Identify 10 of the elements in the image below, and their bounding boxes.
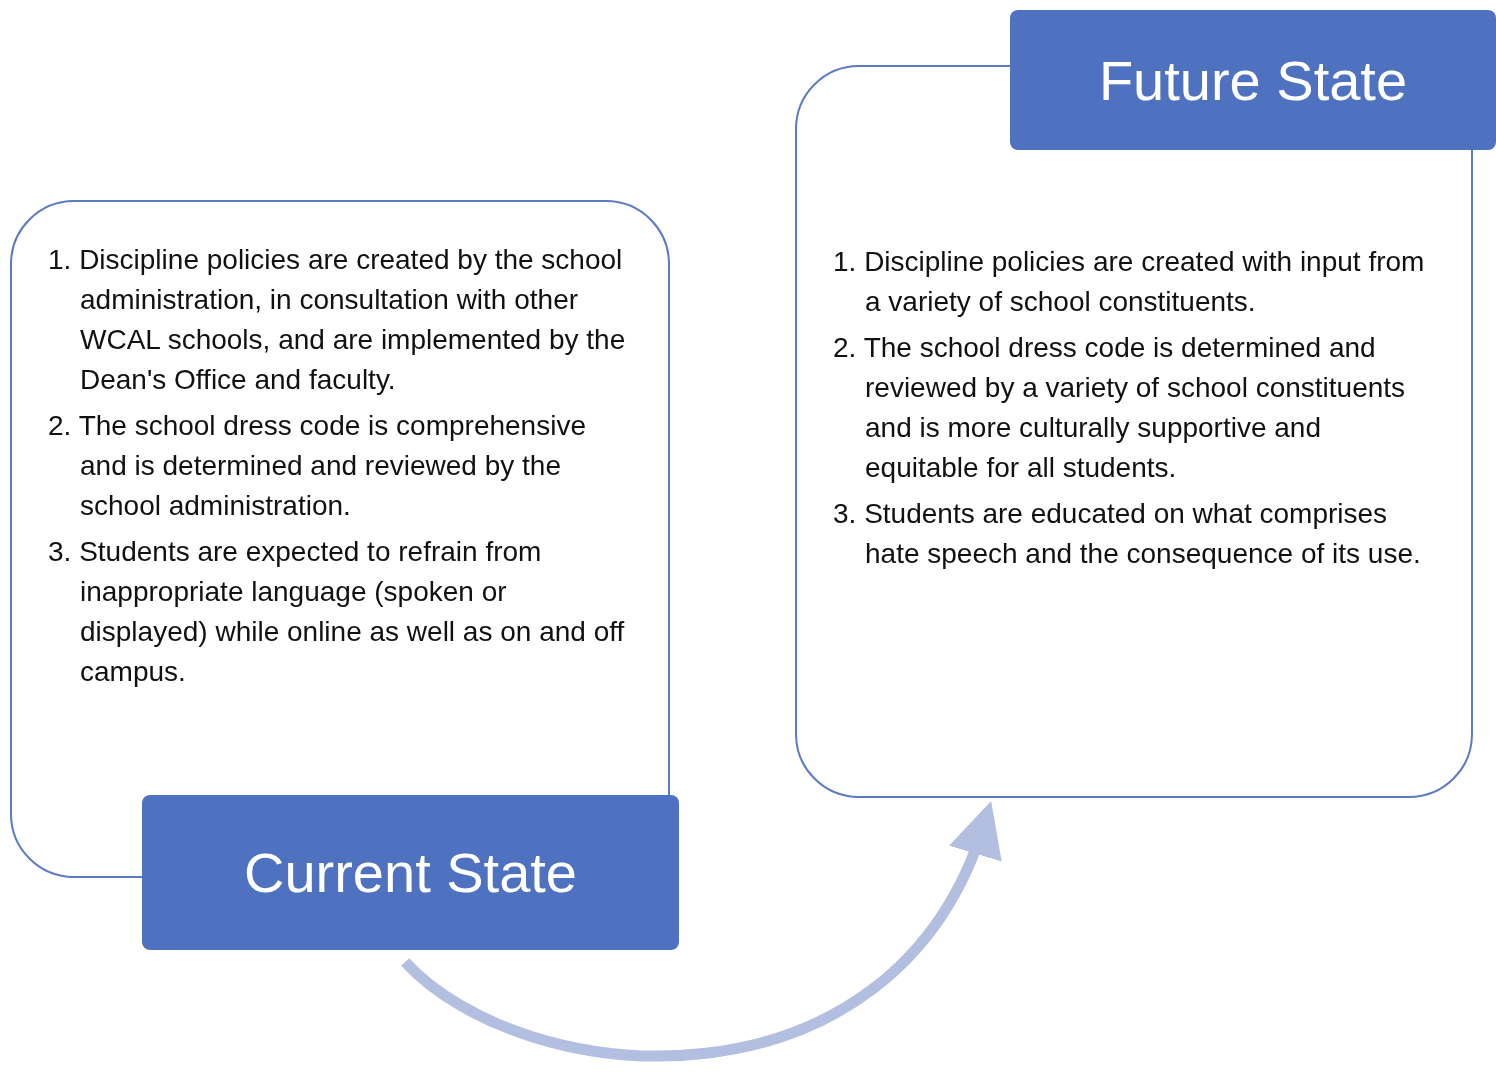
list-item: 2. The school dress code is determined and reviewed by a variety of school constituents and is more culturally supportive and equitable for all students.: [833, 331, 1407, 485]
banner-text: Future State: [1098, 47, 1408, 113]
banner-text: Current State: [243, 840, 577, 905]
list-item: 1. Discipline policies are created by the school administration, in consultation with other WCAL schools, and are implemented by the Dean's Office and faculty.: [48, 243, 627, 397]
title-banner: [1010, 10, 1496, 150]
list-item: 2. The school dress code is comprehensive and is determined and reviewed by the school administration.: [48, 409, 587, 523]
list-item: 3. Students are expected to refrain from inappropriate language (spoken or displayed) while online as well as on and off campus.: [48, 535, 626, 689]
list-item: 3. Students are educated on what comprises hate speech and the consequence of its use.: [833, 497, 1422, 571]
title-banner: [142, 795, 679, 950]
list-item: 1. Discipline policies are created with input from a variety of school constituents.: [833, 245, 1426, 319]
